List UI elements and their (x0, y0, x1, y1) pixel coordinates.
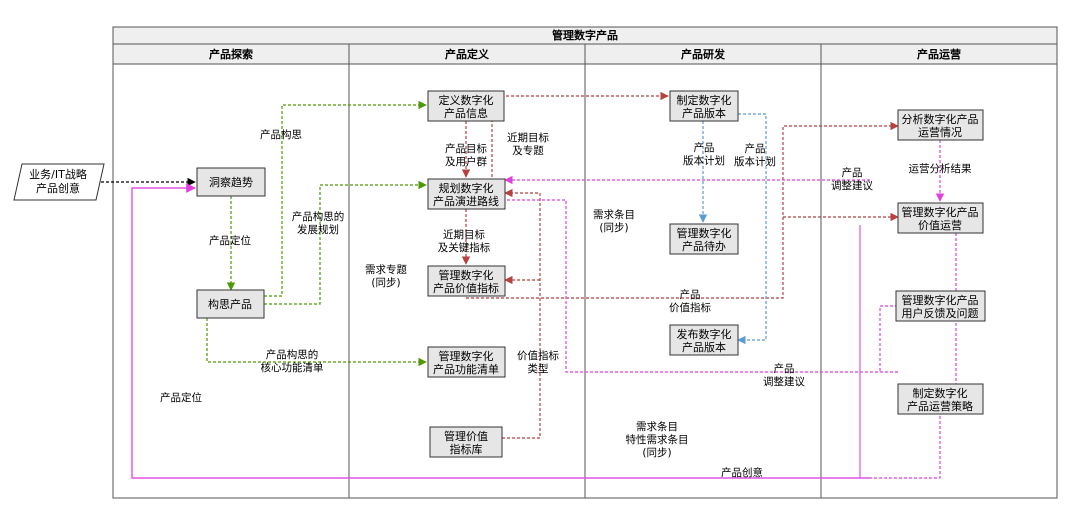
node-define-info-l2: 产品信息 (444, 106, 488, 120)
arrow-concept-to-define-info (264, 100, 427, 297)
node-release-plan-l2: 产品版本 (682, 106, 726, 120)
node-release-plan[interactable]: 制定数字化 产品版本 (669, 90, 739, 122)
arrow-ops-adjust-to-roadmap (505, 199, 898, 373)
node-define-info-l1: 定义数字化 (439, 93, 494, 107)
label-near-topic-2: 及专题 (512, 144, 544, 157)
node-backlog-l1: 管理数字化 (677, 226, 732, 240)
label-req-feature-3: (同步) (642, 447, 671, 459)
label-prod-plan-b-2: 版本计划 (734, 155, 776, 168)
label-concept-a: 产品构思 (260, 128, 302, 141)
node-feedback[interactable]: 管理数字化产品 用户反馈及问题 (895, 290, 986, 322)
label-prod-plan-b-1: 产品 (745, 142, 766, 155)
label-adjust-b-1: 产品 (774, 362, 795, 375)
label-near-topic-1: 近期目标 (507, 131, 549, 144)
node-insight-trend[interactable]: 洞察趋势 (196, 167, 266, 197)
node-value-metrics[interactable]: 管理数字化 产品价值指标 (427, 265, 506, 297)
node-value-metrics-l2: 产品价值指标 (433, 281, 499, 295)
node-feedback-l2: 用户反馈及问题 (902, 306, 979, 320)
source-line-1: 业务/IT战略 (29, 167, 87, 181)
node-analyze-ops-l2: 运营情况 (918, 125, 962, 139)
label-goal-users-2: 及用户群 (445, 155, 487, 168)
label-req-sync-1: 需求条目 (593, 208, 635, 221)
source-line-2: 产品创意 (36, 181, 80, 195)
arrow-value-metrics-to-analyze (466, 121, 899, 299)
label-req-sync-2: (同步) (599, 222, 628, 234)
label-value-type-1: 价值指标 (517, 349, 559, 362)
label-req-topic-2: (同步) (371, 277, 400, 289)
node-publish-l2: 产品版本 (682, 340, 726, 354)
swimlane-frame: 管理数字产品 产品探索 产品定义 产品研发 产品运营 (112, 26, 1058, 499)
arrow-concept-to-roadmap (264, 180, 427, 305)
label-concept-core-2: 核心功能清单 (261, 361, 324, 374)
lane-title-operate: 产品运营 (917, 47, 961, 61)
node-func-list-l2: 产品功能清单 (433, 362, 499, 376)
node-roadmap-l2: 产品演进路线 (433, 194, 499, 208)
node-value-ops-l2: 价值运营 (918, 218, 962, 232)
label-req-feature-1: 需求条目 (636, 420, 678, 433)
label-concept-dev-2: 发展规划 (297, 223, 339, 236)
label-req-feature-2: 特性需求条目 (626, 433, 689, 446)
source-strategy[interactable]: 业务/IT战略 产品创意 (13, 163, 105, 201)
node-release-plan-l1: 制定数字化 (677, 93, 732, 107)
node-analyze-ops-l1: 分析数字化产品 (902, 112, 979, 126)
diagram-title: 管理数字产品 (552, 28, 618, 42)
label-near-key-1: 近期目标 (443, 228, 485, 241)
node-ops-strategy-l2: 产品运营策略 (907, 399, 973, 413)
node-publish-l1: 发布数字化 (677, 327, 732, 341)
label-ops-result: 运营分析结果 (909, 162, 972, 175)
node-concept-product[interactable]: 构思产品 (196, 289, 265, 319)
node-roadmap[interactable]: 规划数字化 产品演进路线 (427, 178, 506, 210)
label-adjust-a-1: 产品 (842, 166, 863, 179)
lane-title-define: 产品定义 (445, 47, 490, 61)
label-concept-dev-1: 产品构思的 (292, 210, 345, 223)
node-analyze-ops[interactable]: 分析数字化产品 运营情况 (897, 109, 984, 141)
lane-title-explore: 产品探索 (209, 47, 253, 61)
node-feedback-l1: 管理数字化产品 (902, 293, 979, 307)
label-prod-plan-a-2: 版本计划 (683, 154, 725, 167)
arrow-strategy-idea-back (870, 416, 941, 479)
node-define-info[interactable]: 定义数字化 产品信息 (427, 90, 505, 122)
label-prod-value-1: 产品 (680, 288, 701, 301)
arrow-metric-lib-to-roadmap (502, 188, 541, 439)
node-value-metrics-l1: 管理数字化 (439, 268, 494, 282)
label-adjust-a-2: 调整建议 (831, 179, 873, 192)
node-ops-strategy[interactable]: 制定数字化 产品运营策略 (897, 383, 984, 415)
label-prod-plan-a-1: 产品 (694, 141, 715, 154)
label-concept-core-1: 产品构思的 (266, 348, 319, 361)
node-ops-strategy-l1: 制定数字化 (913, 386, 968, 400)
arrow-idea-loop-to-insight (131, 183, 870, 479)
node-roadmap-l1: 规划数字化 (439, 181, 494, 195)
node-insight-trend-text: 洞察趋势 (209, 175, 253, 189)
label-idea-back: 产品创意 (721, 466, 763, 479)
node-concept-product-text: 构思产品 (208, 297, 252, 311)
node-metric-lib[interactable]: 管理价值 指标库 (429, 426, 503, 458)
arrow-release-to-publish (737, 113, 767, 345)
node-backlog[interactable]: 管理数字化 产品待办 (669, 223, 739, 255)
label-adjust-b-2: 调整建议 (763, 375, 805, 388)
node-publish[interactable]: 发布数字化 产品版本 (669, 324, 739, 356)
node-metric-lib-l2: 指标库 (450, 442, 483, 456)
node-func-list[interactable]: 管理数字化 产品功能清单 (427, 346, 506, 378)
edge-labels: 产品构思 产品定位 产品构思的 发展规划 产品构思的 核心功能清单 产品定位 产… (160, 128, 972, 479)
arrow-concept-to-func-list (206, 318, 427, 367)
node-func-list-l1: 管理数字化 (439, 349, 494, 363)
node-value-ops-l1: 管理数字化产品 (902, 205, 979, 219)
label-position-b: 产品定位 (160, 391, 202, 404)
label-value-type-2: 类型 (528, 362, 549, 375)
label-prod-value-2: 价值指标 (669, 301, 711, 314)
node-value-ops[interactable]: 管理数字化产品 价值运营 (897, 202, 984, 234)
label-near-key-2: 及关键指标 (438, 241, 491, 254)
node-metric-lib-l1: 管理价值 (444, 429, 488, 443)
arrow-feedback-to-adjust (879, 305, 898, 372)
label-position-a: 产品定位 (209, 234, 251, 247)
lane-title-develop: 产品研发 (681, 47, 726, 61)
node-backlog-l2: 产品待办 (682, 239, 726, 253)
label-goal-users-1: 产品目标 (445, 142, 487, 155)
label-req-topic-1: 需求专题 (365, 263, 407, 276)
